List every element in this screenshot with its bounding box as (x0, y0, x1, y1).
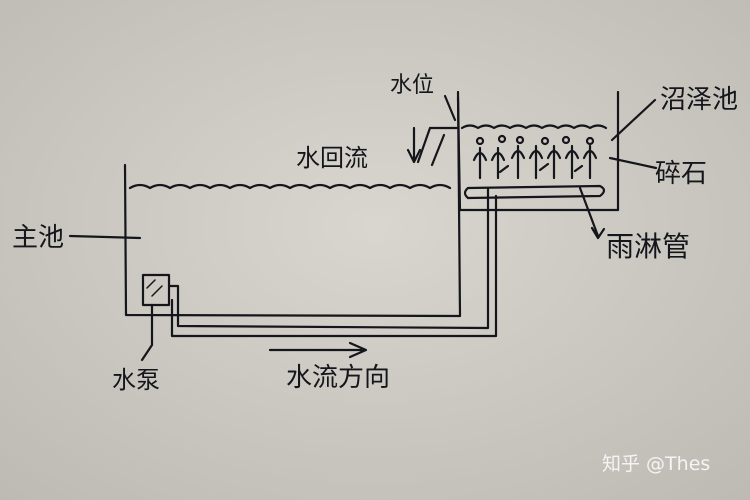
marsh-pool-water-surface (460, 124, 608, 130)
pipe-inner (170, 194, 498, 338)
pump-box (141, 273, 171, 307)
leader-rain-pipe (578, 186, 606, 240)
pipe-outer (168, 186, 490, 330)
marsh-pool-outline (456, 90, 620, 212)
label-rain-pipe: 雨淋管 (606, 230, 690, 263)
gravel-plants (472, 134, 598, 180)
watermark-text: 知乎 @Thes (602, 453, 710, 475)
pump-hatch (146, 279, 163, 297)
leader-marsh-pool (610, 98, 657, 142)
leader-pump (140, 303, 154, 362)
label-main-pool: 主池 (12, 223, 64, 253)
label-water-level: 水位 (390, 73, 434, 98)
label-return-flow: 水回流 (296, 144, 368, 172)
leader-water-level (443, 94, 457, 122)
main-pool-water-surface (128, 183, 452, 190)
water-level-arrow (406, 126, 422, 164)
overflow-spout (416, 126, 460, 167)
label-gravel: 碎石 (655, 159, 707, 189)
label-marsh-pool: 沼泽池 (660, 85, 738, 115)
leader-gravel (608, 156, 658, 170)
label-pump: 水泵 (112, 366, 160, 394)
flow-arrow (268, 341, 368, 359)
label-flow-direction: 水流方向 (286, 363, 390, 393)
rain-pipe-tube (463, 184, 606, 200)
leader-main-pool (68, 234, 142, 240)
